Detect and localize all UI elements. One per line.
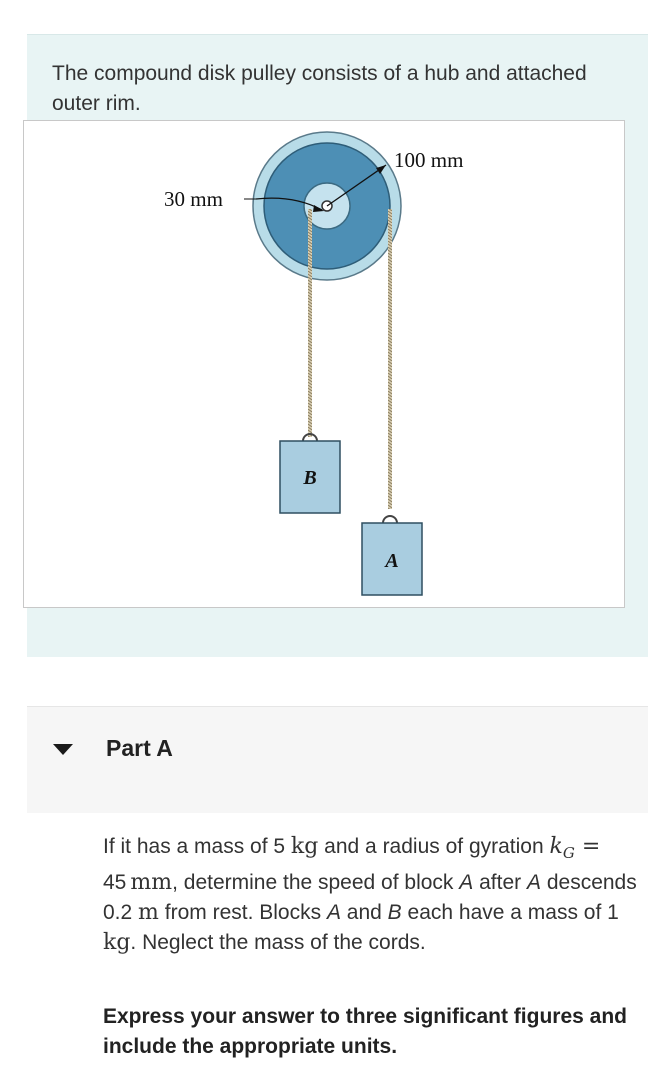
part-title: Part A: [106, 735, 173, 761]
block-b-label: B: [302, 467, 316, 489]
part-a-header[interactable]: Part A: [27, 706, 648, 813]
rope-a: [388, 209, 392, 509]
pulley-figure: 100 mm 30 mm B A: [23, 120, 625, 608]
problem-intro-text: The compound disk pulley consists of a h…: [52, 62, 587, 115]
hub-radius-label: 30 mm: [164, 187, 223, 211]
collapse-caret-icon[interactable]: [53, 744, 73, 755]
outer-radius-arrow: [376, 165, 386, 174]
answer-instructions: Express your answer to three significant…: [103, 1005, 627, 1058]
block-a-label: A: [383, 550, 398, 572]
problem-intro-panel: The compound disk pulley consists of a h…: [23, 34, 648, 657]
question-text: If it has a mass of 5 kg and a radius of…: [103, 834, 637, 956]
hook-a: [382, 515, 398, 524]
hub-radius-arrow: [313, 205, 324, 212]
hook-b: [302, 433, 318, 442]
outer-radius-label: 100 mm: [394, 148, 463, 172]
block-b: [279, 440, 341, 514]
block-a: [361, 522, 423, 596]
rope-b: [308, 209, 312, 437]
outer-radius-line: [326, 164, 387, 207]
